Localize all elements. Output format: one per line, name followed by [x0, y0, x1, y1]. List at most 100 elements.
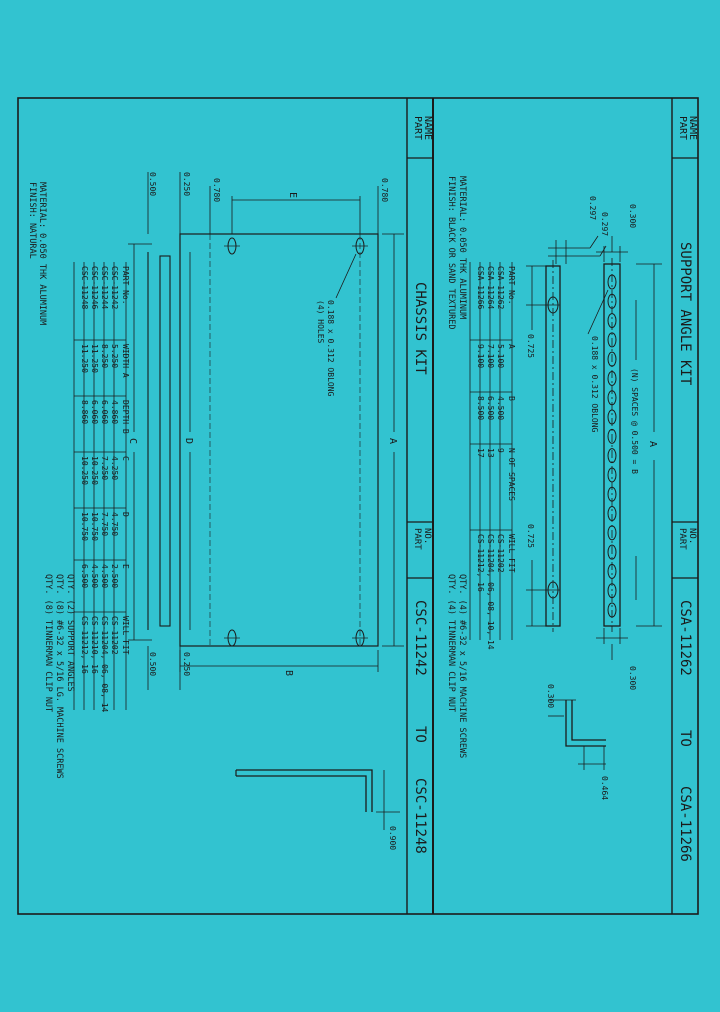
- oblong-hole: [607, 563, 617, 579]
- table-cell: 4.500: [90, 564, 99, 588]
- right-material-line2: FINISH: BLACK OR SAND TEXTURED: [446, 176, 456, 330]
- table-cell: CSC-11244: [100, 266, 109, 310]
- table-cell: 7.100: [486, 344, 495, 368]
- table-cell: 7.750: [100, 512, 109, 536]
- right-dim-297: 0.297: [588, 196, 597, 220]
- table-cell: 8.860: [80, 400, 89, 424]
- table-cell: 11.250: [80, 344, 89, 373]
- support-angle-side-view: 0.297 0.297 0.725 0.725: [526, 196, 609, 632]
- table-cell: 10.250: [90, 456, 99, 485]
- table-cell: CSC-11242: [110, 266, 119, 310]
- right-material-line1: MATERIAL: 0.050 THK ALUMINUM: [457, 176, 467, 319]
- table-cell: 4.500: [496, 396, 505, 420]
- right-part-name-label: PART: [677, 116, 688, 140]
- table-cell: CS-11212, 16: [80, 616, 89, 674]
- oblong-hole: [607, 409, 617, 425]
- oblong-hole: [607, 583, 617, 599]
- oblong-hole: [607, 351, 617, 367]
- left-part-no-to: CSC-11248: [412, 778, 428, 854]
- left-material-line1: MATERIAL: 0.050 THK ALUMINUM: [37, 182, 47, 325]
- chassis-rails: D C: [127, 243, 194, 641]
- oblong-hole: [607, 602, 617, 618]
- oblong-hole: [607, 332, 617, 348]
- chassis-section: 0.900: [235, 769, 400, 850]
- table-header-cell: C: [121, 456, 130, 461]
- table-header-cell: B: [507, 396, 516, 401]
- table-cell: 11.250: [90, 344, 99, 373]
- right-dim-section-300: 0.300: [546, 684, 555, 708]
- support-angle-top-view: 0.300 0.300 A (N) SPACES @ 0.500 = B 0.1…: [587, 204, 662, 690]
- right-part-no-to: CSA-11266: [677, 786, 693, 862]
- right-table-grid: [469, 262, 513, 640]
- table-cell: 4.250: [110, 456, 119, 480]
- left-title-block: PART NAME CHASSIS KIT PART NO. CSC-11242…: [406, 98, 433, 914]
- table-header-cell: WIDTH A: [121, 344, 130, 378]
- table-cell: 4.860: [110, 400, 119, 424]
- table-header-cell: WILL FIT: [507, 534, 516, 573]
- left-qty-line1: QTY. (2) SUPPORT ANGLES: [65, 574, 75, 692]
- support-angle-section: 0.300 0.464: [546, 684, 609, 800]
- left-holes-note-1: 0.188 x 0.312 OBLONG: [326, 300, 335, 397]
- sheet-border: [17, 97, 699, 915]
- table-header-cell: N OF SPACES: [507, 448, 516, 501]
- table-cell: 17: [476, 448, 485, 458]
- left-qty-line2: QTY. (8) #6-32 x 5/16 LG. MACHINE SCREWS: [54, 574, 64, 779]
- right-qty-line2: QTY. (4) TINNERMAN CLIP NUT: [446, 574, 456, 712]
- left-dim-780-a: 0.780: [380, 178, 389, 202]
- right-label-a: A: [647, 441, 658, 447]
- oblong-hole: [607, 428, 617, 444]
- table-cell: 5.100: [496, 344, 505, 368]
- table-cell: CS-11202: [110, 616, 119, 655]
- table-cell: 4.500: [100, 564, 109, 588]
- table-cell: 6.060: [100, 400, 109, 424]
- left-part-name-label: PART: [412, 116, 423, 140]
- right-spaces-note: (N) SPACES @ 0.500 = B: [630, 368, 639, 474]
- oblong-hole: [607, 506, 617, 522]
- table-header-cell: E: [121, 564, 130, 569]
- right-title-block: PART NAME SUPPORT ANGLE KIT PART NO. CSA…: [671, 98, 698, 914]
- left-holes-note-2: (4) HOLES: [316, 300, 325, 344]
- left-label-a: A: [387, 438, 398, 444]
- oblong-hole: [607, 390, 617, 406]
- left-qty-line3: QTY. (8) TINNERMAN CLIP NUT: [43, 574, 53, 712]
- table-cell: CS-11204, 06, 08, 14: [100, 616, 109, 713]
- table-cell: 2.500: [110, 564, 119, 588]
- left-part-no-label-2: NO.: [422, 528, 432, 544]
- table-header-cell: WILL FIT: [121, 616, 130, 655]
- left-part-no-from: CSC-11242: [412, 600, 428, 676]
- table-cell: CSA-11266: [476, 266, 485, 310]
- right-dim-725-b: 0.725: [526, 524, 535, 548]
- table-header-cell: A: [507, 344, 516, 349]
- right-dim-725-a: 0.725: [526, 334, 535, 358]
- left-table-grid: [73, 262, 127, 710]
- table-cell: 6.500: [80, 564, 89, 588]
- right-to-word: TO: [677, 730, 693, 747]
- oblong-holes: [607, 274, 617, 618]
- table-cell: 8.500: [476, 396, 485, 420]
- left-dim-900: 0.900: [388, 826, 397, 850]
- table-cell: 7.250: [100, 456, 109, 480]
- table-cell: 6.500: [486, 396, 495, 420]
- left-title: CHASSIS KIT: [412, 282, 428, 375]
- oblong-hole: [607, 525, 617, 541]
- table-cell: CSC-11248: [80, 266, 89, 310]
- right-part-no-label: PART: [677, 528, 687, 550]
- oblong-hole: [607, 313, 617, 329]
- table-cell: 8.250: [100, 344, 109, 368]
- table-cell: 10.750: [90, 512, 99, 541]
- left-part-name-label-2: NAME: [422, 116, 433, 140]
- oblong-hole: [607, 448, 617, 464]
- left-label-b: B: [283, 670, 294, 676]
- left-dim-250-bottom: 0.250: [182, 652, 191, 676]
- left-to-word: TO: [412, 726, 428, 743]
- oblong-hole: [607, 544, 617, 560]
- table-cell: 13: [486, 448, 495, 458]
- right-part-no-label-2: NO.: [687, 528, 697, 544]
- right-part-no-from: CSA-11262: [677, 600, 693, 676]
- right-dim-bottom: 0.300: [628, 666, 637, 690]
